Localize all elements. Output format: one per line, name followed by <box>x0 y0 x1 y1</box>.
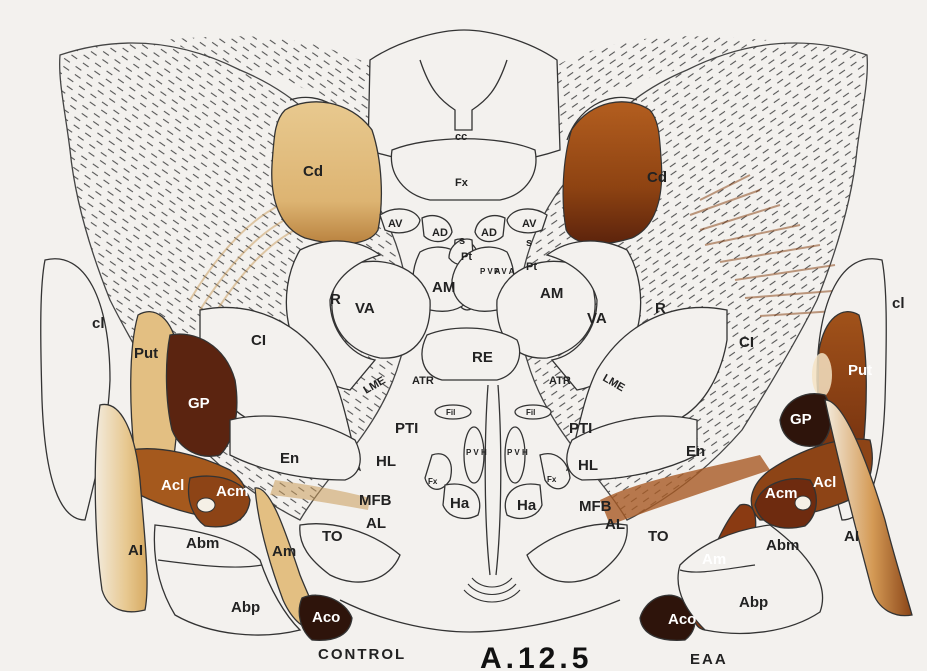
label-av-left: AV <box>388 218 403 230</box>
label-put-left: Put <box>134 345 158 362</box>
label-ai-right: AI <box>844 528 859 545</box>
label-al-left: AL <box>366 515 386 532</box>
label-cl-left: cl <box>92 315 105 332</box>
label-gp-right: GP <box>790 411 812 428</box>
label-pvh-left: P V H <box>466 448 487 457</box>
label-ci-right: CI <box>739 334 754 351</box>
label-fil-left: Fil <box>446 408 455 417</box>
label-atr-right: ATR <box>549 375 571 387</box>
label-cd-left: Cd <box>303 163 323 180</box>
label-s-right: s <box>526 237 532 249</box>
label-am-lower-left: Am <box>272 543 296 560</box>
label-abm-left: Abm <box>186 535 219 552</box>
label-am-left: AM <box>432 279 455 296</box>
label-pti-right: PTI <box>569 420 592 437</box>
label-fx-right: Fx <box>547 475 557 484</box>
label-acm-right: Acm <box>765 485 798 502</box>
acm-spot-left <box>197 498 215 512</box>
label-ha-right: Ha <box>517 497 537 514</box>
label-aco-right: Aco <box>668 611 696 628</box>
label-s-left: s <box>459 235 465 247</box>
label-to-left: TO <box>322 528 343 545</box>
label-va-left: VA <box>355 300 375 317</box>
label-ad-right: AD <box>481 227 497 239</box>
label-pt-left: Pt <box>461 251 472 263</box>
label-va-right: VA <box>587 310 607 327</box>
label-fx-top: Fx <box>455 177 469 189</box>
label-acm-left: Acm <box>216 483 249 500</box>
label-pt-right: Pt <box>526 261 537 273</box>
label-abp-right: Abp <box>739 594 768 611</box>
label-abm-right: Abm <box>766 537 799 554</box>
putamen-highlight-right <box>812 353 832 397</box>
label-abp-left: Abp <box>231 599 260 616</box>
plate-number: A.12.5 <box>480 642 592 671</box>
label-hl-right: HL <box>578 457 598 474</box>
label-mfb-right: MFB <box>579 498 612 515</box>
nucleus-reuniens <box>422 328 520 380</box>
label-gp-left: GP <box>188 395 210 412</box>
label-ai-left: AI <box>128 542 143 559</box>
label-ci-left: CI <box>251 332 266 349</box>
label-acl-left: Acl <box>161 477 184 494</box>
label-hl-left: HL <box>376 453 396 470</box>
label-fx-left: Fx <box>428 477 438 486</box>
label-en-right: En <box>686 443 705 460</box>
label-re: RE <box>472 349 493 366</box>
caudate-left <box>272 102 382 244</box>
label-r-left: R <box>330 291 341 308</box>
label-pti-left: PTI <box>395 420 418 437</box>
label-aco-left: Aco <box>312 609 340 626</box>
label-al-right: AL <box>605 516 625 533</box>
label-acl-right: Acl <box>813 474 836 491</box>
label-put-right: Put <box>848 362 872 379</box>
label-fil-right: Fil <box>526 408 535 417</box>
label-ha-left: Ha <box>450 495 470 512</box>
label-am-right: AM <box>540 285 563 302</box>
caption-control: CONTROL <box>318 646 406 663</box>
label-ad-left: AD <box>432 227 448 239</box>
label-am-lower-right: Am <box>702 551 726 568</box>
label-cl-right: cl <box>892 295 905 312</box>
label-en-left: En <box>280 450 299 467</box>
label-cd-right: Cd <box>647 169 667 186</box>
label-r-right: R <box>655 300 666 317</box>
label-pva-right: P V A <box>494 267 515 276</box>
label-pvh-right: P V H <box>507 448 528 457</box>
label-to-right: TO <box>648 528 669 545</box>
fornix-top <box>391 139 536 200</box>
label-cc: cc <box>455 131 467 143</box>
caption-eaa: EAA <box>690 651 728 668</box>
label-atr-left: ATR <box>412 375 434 387</box>
label-mfb-left: MFB <box>359 492 392 509</box>
label-av-right: AV <box>522 218 537 230</box>
